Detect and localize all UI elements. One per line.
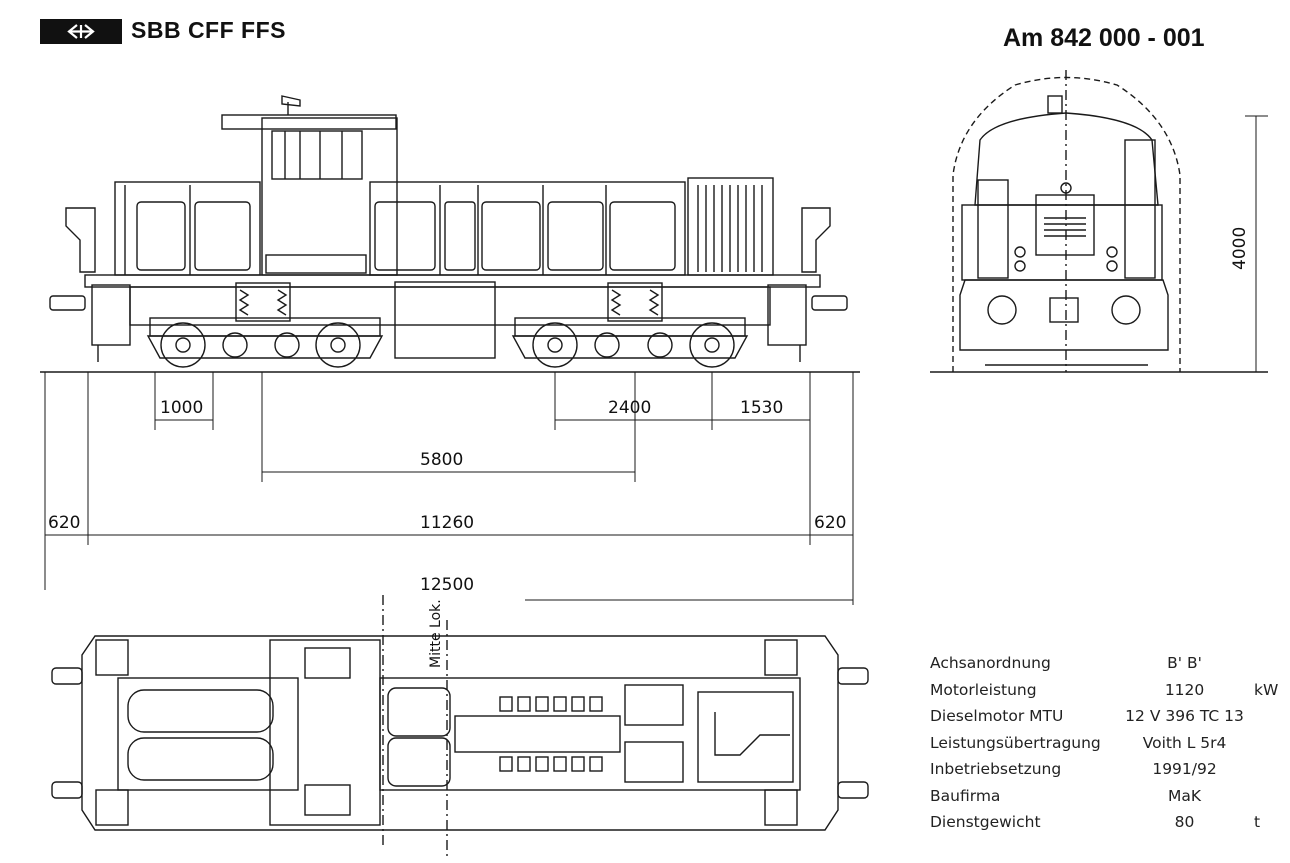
front-view-locomotive xyxy=(930,70,1268,373)
dim-axle-spacing: 1000 xyxy=(160,398,204,418)
document-id: Am 842 000 - 001 xyxy=(1003,24,1205,52)
spec-label: Leistungsübertragung xyxy=(930,733,1101,752)
spec-value: 12 V 396 TC 13 xyxy=(1125,707,1244,726)
spec-unit: t xyxy=(1254,813,1261,832)
spec-label: Motorleistung xyxy=(930,680,1037,699)
spec-label: Achsanordnung xyxy=(930,654,1051,673)
spec-unit xyxy=(1254,730,1290,757)
spec-unit xyxy=(1254,703,1290,730)
spec-row: Dieselmotor MTU 12 V 396 TC 13 xyxy=(930,703,1290,730)
dim-height: 4000 xyxy=(1230,226,1250,270)
dim-bogie-pivot-distance: 5800 xyxy=(420,450,464,470)
spec-row: Leistungsübertragung Voith L 5r4 xyxy=(930,730,1290,757)
side-view-locomotive xyxy=(40,95,860,373)
spec-label: Inbetriebsetzung xyxy=(930,760,1062,779)
sbb-cross-arrows-icon xyxy=(40,19,122,44)
spec-unit xyxy=(1254,650,1290,677)
plan-view-locomotive xyxy=(51,595,869,860)
spec-value: MaK xyxy=(1168,786,1202,805)
spec-value: Voith L 5r4 xyxy=(1142,733,1227,752)
spec-value: 1120 xyxy=(1164,680,1205,699)
plan-center-label: Mitte Lok. xyxy=(428,599,444,668)
spec-unit: kW xyxy=(1254,680,1279,699)
dim-buffer-right: 620 xyxy=(814,513,847,533)
spec-label: Baufirma xyxy=(930,786,1001,805)
spec-value: 1991/92 xyxy=(1152,760,1217,779)
spec-unit xyxy=(1254,756,1290,783)
spec-label: Dienstgewicht xyxy=(930,813,1041,832)
spec-unit xyxy=(1254,783,1290,810)
spec-row: Motorleistung 1120 kW xyxy=(930,677,1290,704)
spec-value: B' B' xyxy=(1167,654,1202,673)
spec-row: Baufirma MaK xyxy=(930,783,1290,810)
sbb-logo xyxy=(40,19,122,44)
spec-row: Achsanordnung B' B' xyxy=(930,650,1290,677)
spec-row: Dienstgewicht 80 t xyxy=(930,809,1290,836)
spec-value: 80 xyxy=(1174,813,1195,832)
dim-overhang: 1530 xyxy=(740,398,784,418)
dim-overall-length: 12500 xyxy=(420,575,475,595)
spec-row: Inbetriebsetzung 1991/92 xyxy=(930,756,1290,783)
dim-bogie-center: 2400 xyxy=(608,398,652,418)
spec-label: Dieselmotor MTU xyxy=(930,707,1064,726)
side-view-dimensions xyxy=(44,372,854,605)
dim-buffer-left: 620 xyxy=(48,513,81,533)
brand-name: SBB CFF FFS xyxy=(131,17,286,43)
specifications-table: Achsanordnung B' B' Motorleistung 1120 k… xyxy=(930,650,1290,836)
dim-body-length: 11260 xyxy=(420,513,475,533)
